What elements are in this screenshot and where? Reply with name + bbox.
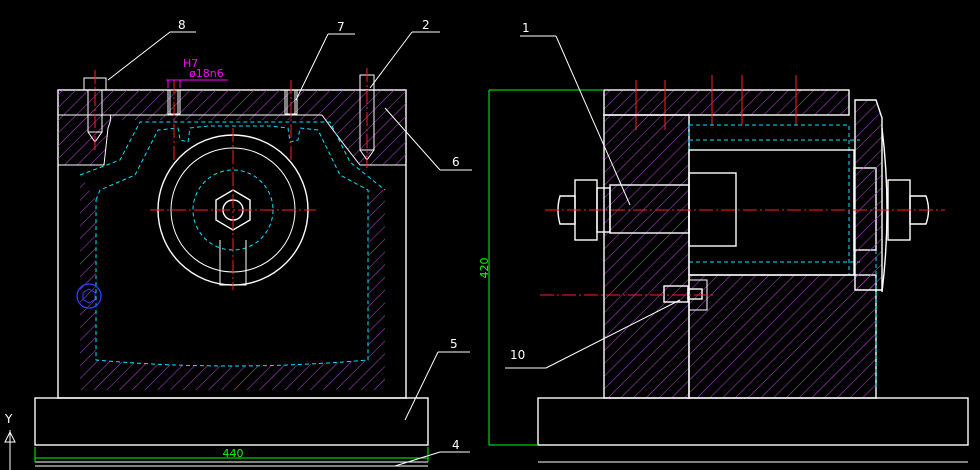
side-top-plate: [603, 89, 850, 116]
fit-tolerance-label: H7: [183, 57, 198, 70]
part-label-5: 5: [450, 337, 458, 351]
leader-5: [404, 351, 439, 421]
front-cover-hatch: [58, 90, 406, 165]
front-outer-cavity: [79, 121, 386, 191]
ucs-y-arrow-icon: [4, 430, 16, 443]
part-label-10: 10: [510, 348, 525, 362]
side-left-wall-hatch: [604, 115, 689, 398]
side-cavity-hidden: [688, 124, 850, 276]
side-lower-block-hatch: [689, 275, 876, 398]
leader-2: [369, 31, 413, 89]
leader-1: [555, 35, 631, 206]
part-label-2: 2: [422, 18, 430, 32]
part-label-4: 4: [452, 438, 460, 452]
leader-7: [295, 33, 329, 101]
leader-10: [545, 299, 681, 369]
dim-width-label: 440: [223, 447, 244, 460]
pin-7-left: [167, 80, 181, 160]
blue-marker-circle: [76, 283, 102, 309]
leader-8: [107, 31, 171, 81]
side-flange-hatch: [855, 100, 882, 290]
pin-7-right: [284, 80, 298, 160]
part-label-7: 7: [337, 20, 345, 34]
side-shaft-housing: [688, 149, 855, 276]
leader-6: [384, 107, 441, 171]
front-inner-cavity: [95, 125, 369, 367]
side-view: 420: [478, 75, 969, 463]
part-label-6: 6: [452, 155, 460, 169]
side-top-plate-hatch: [604, 90, 849, 115]
ucs-y-label: Y: [4, 412, 13, 426]
bolt-8: [83, 70, 107, 150]
part-label-1: 1: [522, 21, 530, 35]
front-view: 440 H7 ø18n6: [34, 57, 429, 467]
stud-2: [359, 68, 375, 168]
side-right-bolt-end: [909, 195, 930, 225]
base-plate-5: [34, 397, 429, 446]
side-base-plate: [537, 397, 969, 446]
front-housing-hatch: [80, 175, 385, 390]
front-cover-right-hatch: [322, 115, 406, 165]
fit-diameter-label: ø18n6: [189, 67, 224, 80]
side-flange: [854, 99, 883, 291]
blue-marker-hex: [82, 288, 96, 304]
ucs-axis-indicator: Y: [4, 412, 16, 470]
part-callouts: 8 7 2 6 5 4 1 10: [107, 18, 681, 467]
leader-4: [394, 451, 441, 467]
dim-height-label: 420: [478, 258, 491, 279]
part-label-8: 8: [178, 18, 186, 32]
front-cover-right-edge: [321, 114, 406, 166]
side-left-bolt-end: [557, 195, 576, 225]
